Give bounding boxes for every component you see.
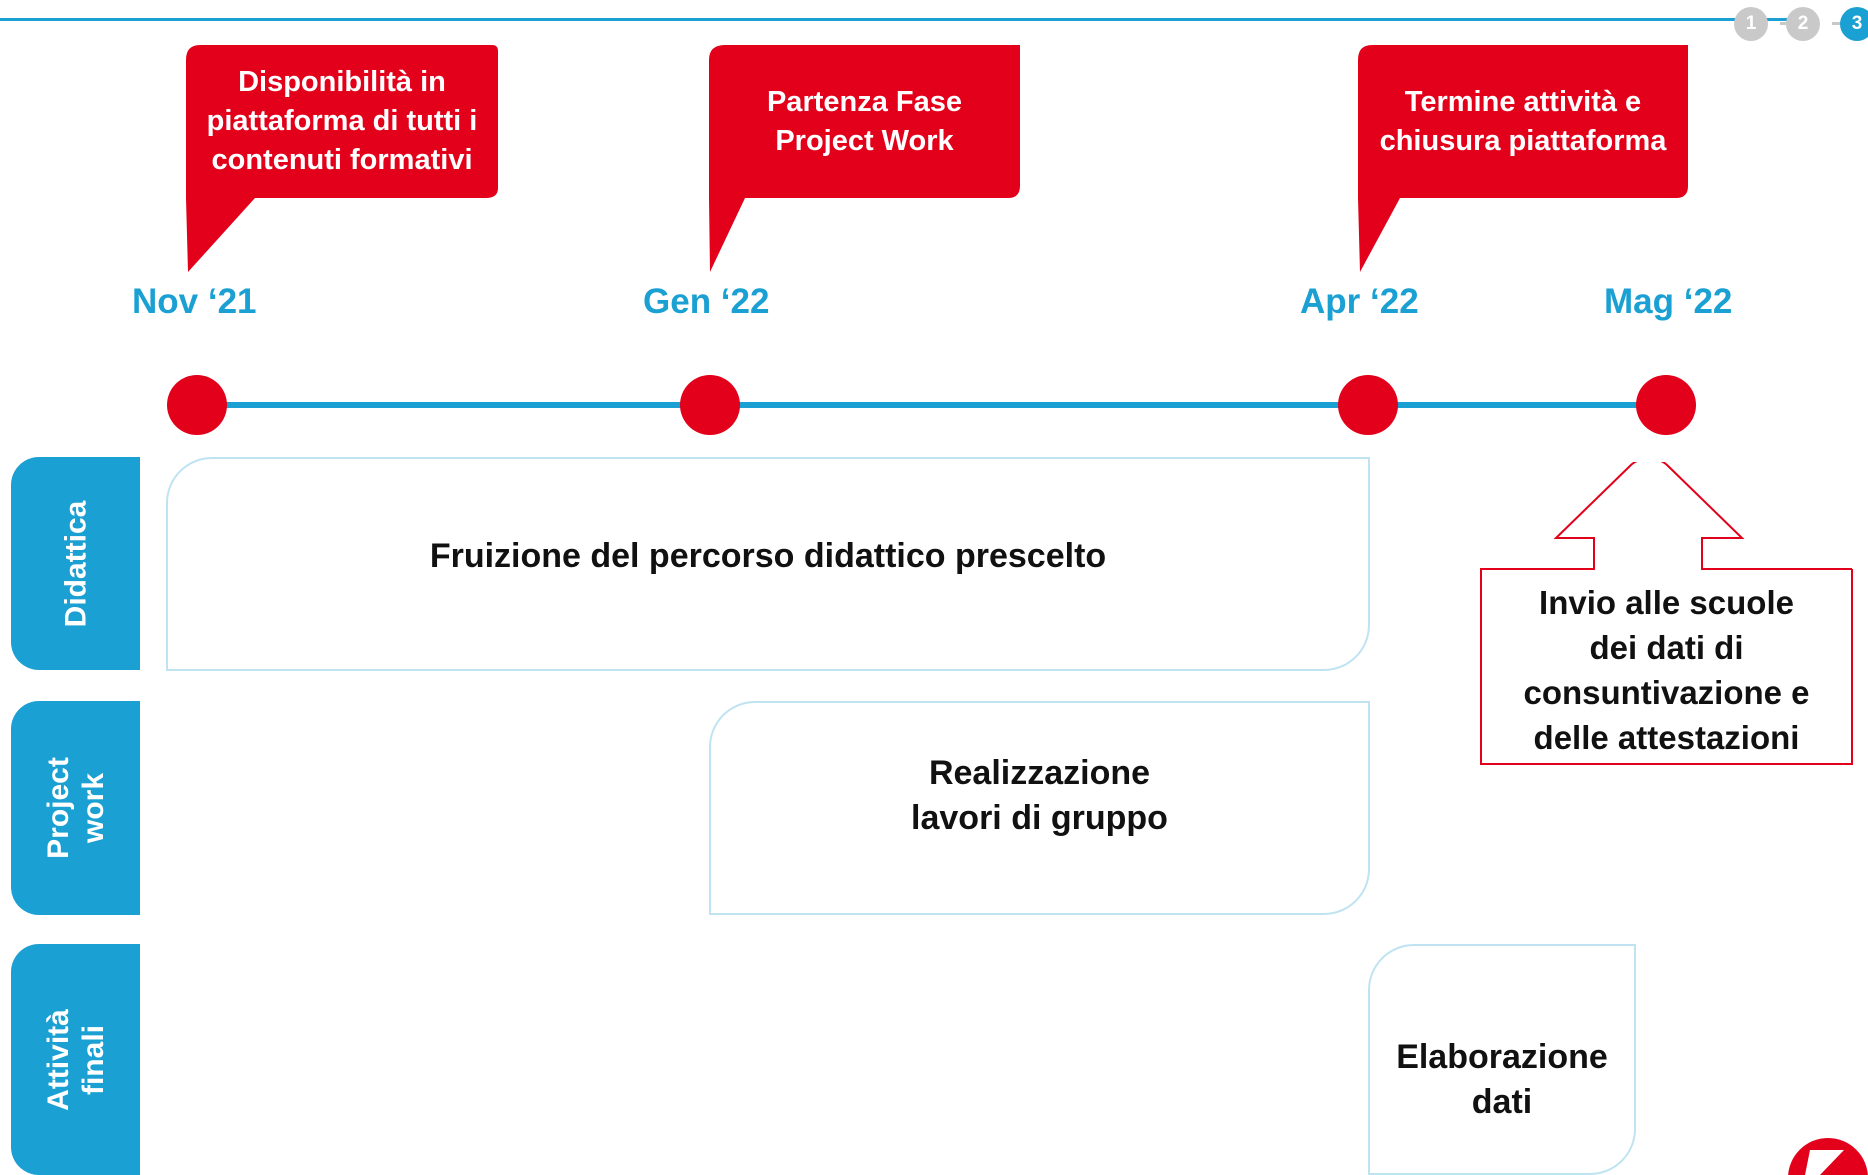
callout-shapes xyxy=(186,45,1688,272)
timeline-milestone-gen-22 xyxy=(680,375,740,435)
timeline-milestone-apr-22 xyxy=(1338,375,1398,435)
date-gen-22: Gen ‘22 xyxy=(643,282,770,321)
timeline-milestone-mag-22 xyxy=(1636,375,1696,435)
phase-realizzazione: Realizzazione lavori di gruppo xyxy=(709,701,1370,915)
up-arrow-icon xyxy=(1480,462,1852,570)
top-rule xyxy=(0,18,1808,21)
step-1-indicator[interactable]: 1 xyxy=(1734,7,1768,41)
row-label-project-work-text: Project work xyxy=(41,757,110,859)
phase-fruizione: Fruizione del percorso didattico prescel… xyxy=(166,457,1370,671)
timeline-line xyxy=(197,402,1667,408)
timeline-milestone-nov-21 xyxy=(167,375,227,435)
final-note: Invio alle scuole dei dati di consuntiva… xyxy=(1480,569,1853,765)
date-nov-21: Nov ‘21 xyxy=(132,282,257,321)
row-label-attivita-finali: Attività finali xyxy=(11,944,140,1175)
callout-termine-text: Termine attività e chiusura piattaforma xyxy=(1379,85,1667,157)
callout-contenuti-bubble xyxy=(186,45,498,272)
callout-termine-bubble xyxy=(1358,45,1688,272)
callout-project-work-text: Partenza Fase Project Work xyxy=(766,85,963,157)
date-mag-22: Mag ‘22 xyxy=(1604,282,1733,321)
callout-project-work-bubble xyxy=(709,45,1020,272)
unicredit-logo-icon xyxy=(1788,1138,1868,1175)
phase-elaborazione: Elaborazione dati xyxy=(1368,944,1636,1175)
step-2-indicator[interactable]: 2 xyxy=(1786,7,1820,41)
date-apr-22: Apr ‘22 xyxy=(1300,282,1419,321)
row-label-project-work: Project work xyxy=(11,701,140,915)
row-label-didattica-text: Didattica xyxy=(59,500,92,627)
row-label-didattica: Didattica xyxy=(11,457,140,670)
callout-contenuti-text: Disponibilità in piattaforma di tutti i … xyxy=(206,66,478,176)
step-3-indicator[interactable]: 3 xyxy=(1840,7,1868,41)
row-label-attivita-finali-text: Attività finali xyxy=(41,1008,110,1111)
